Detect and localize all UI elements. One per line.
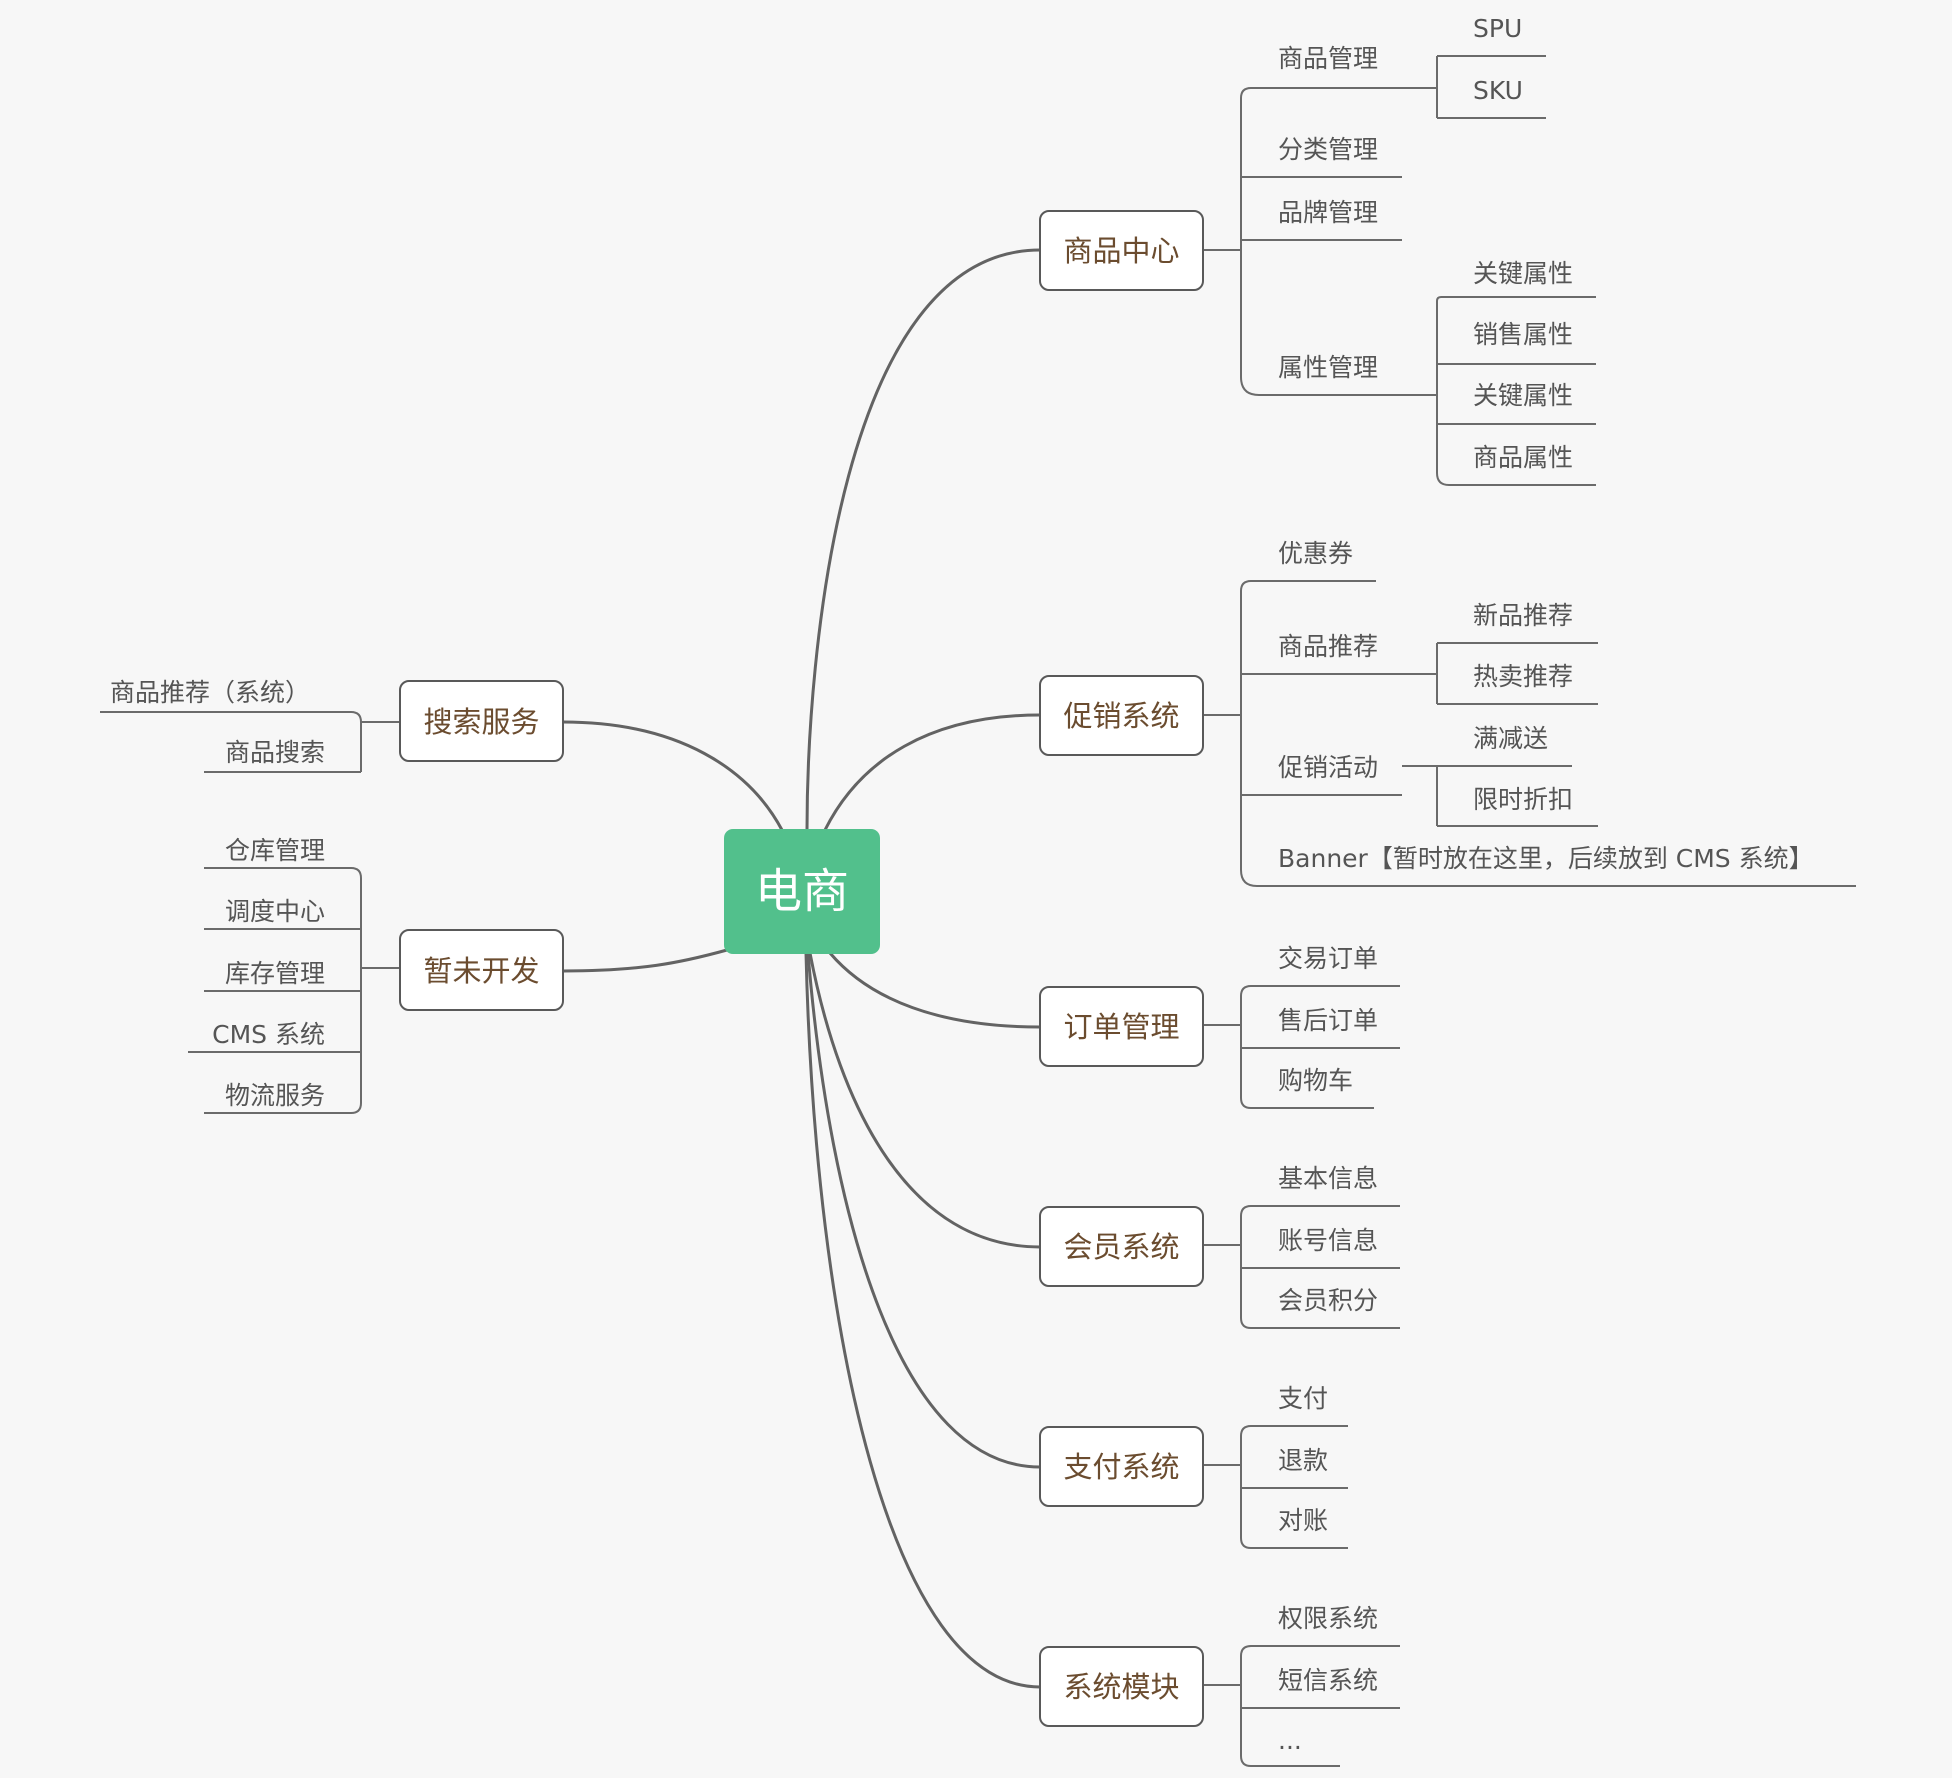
- branch-box-2[interactable]: 订单管理: [1039, 986, 1204, 1067]
- subtopic-label[interactable]: 商品推荐: [1278, 632, 1378, 661]
- branch-box-0[interactable]: 商品中心: [1039, 210, 1204, 291]
- subtopic-label[interactable]: 促销活动: [1278, 753, 1378, 782]
- branch-box-5[interactable]: 系统模块: [1039, 1646, 1204, 1727]
- subtree-branch-4: [1203, 1425, 1348, 1549]
- subtopic-label[interactable]: 权限系统: [1278, 1604, 1378, 1633]
- connector-branch-4: [806, 952, 1041, 1469]
- subtopic-label[interactable]: 基本信息: [1278, 1164, 1378, 1193]
- subtopic-label[interactable]: 会员积分: [1278, 1286, 1378, 1315]
- branch-label: 支付系统: [1063, 1450, 1179, 1484]
- subtopic-label[interactable]: 交易订单: [1278, 944, 1378, 973]
- connector-branch-0: [805, 248, 1041, 831]
- branch-label: 暂未开发: [423, 954, 539, 988]
- subtree-branch-7: [188, 867, 400, 1114]
- branch-box-7[interactable]: 暂未开发: [399, 929, 564, 1011]
- subtree-branch-3: [1203, 1205, 1400, 1329]
- subtree-branch-1: [1203, 580, 1856, 887]
- subtopic-label[interactable]: 支付: [1278, 1384, 1328, 1413]
- subtopic-label[interactable]: 优惠券: [1278, 539, 1353, 568]
- subtopic-label[interactable]: 销售属性: [1473, 320, 1573, 349]
- central-connectors: [562, 248, 1041, 1689]
- branch-label: 商品中心: [1063, 234, 1179, 268]
- subtopic-label[interactable]: 账号信息: [1278, 1226, 1378, 1255]
- subtree-branch-5: [1203, 1645, 1400, 1767]
- subtopic-label[interactable]: CMS 系统: [212, 1020, 325, 1049]
- subtopic-label[interactable]: SPU: [1473, 14, 1522, 43]
- subtopic-label[interactable]: 短信系统: [1278, 1666, 1378, 1695]
- connector-branch-1: [823, 713, 1041, 831]
- subtopic-label[interactable]: 退款: [1278, 1446, 1328, 1475]
- subtopic-label[interactable]: 关键属性: [1473, 259, 1573, 288]
- connector-branch-2: [828, 952, 1041, 1029]
- connector-branch-3: [808, 952, 1041, 1249]
- subtopic-label[interactable]: 关键属性: [1473, 381, 1573, 410]
- subtopic-label[interactable]: 分类管理: [1278, 135, 1378, 164]
- subtopic-label[interactable]: 品牌管理: [1278, 198, 1378, 227]
- subtopic-label[interactable]: 商品属性: [1473, 443, 1573, 472]
- central-label: 电商: [755, 865, 849, 920]
- connector-branch-7: [562, 948, 728, 973]
- subtree-branch-6: [100, 711, 400, 773]
- branch-box-6[interactable]: 搜索服务: [399, 680, 564, 762]
- branch-label: 订单管理: [1063, 1010, 1179, 1044]
- subtopic-label[interactable]: 限时折扣: [1473, 785, 1573, 814]
- subtopic-label[interactable]: 热卖推荐: [1473, 662, 1573, 691]
- branch-box-3[interactable]: 会员系统: [1039, 1206, 1204, 1287]
- subtopic-label[interactable]: 对账: [1278, 1506, 1328, 1535]
- subtopic-label[interactable]: 物流服务: [225, 1081, 325, 1110]
- subtopic-label[interactable]: 商品推荐（系统）: [110, 678, 310, 707]
- subtopic-label[interactable]: Banner【暂时放在这里，后续放到 CMS 系统】: [1278, 844, 1814, 873]
- subtopic-label[interactable]: 满减送: [1473, 724, 1548, 753]
- subtopic-label[interactable]: ...: [1278, 1726, 1302, 1755]
- subtopic-label[interactable]: 调度中心: [225, 897, 325, 926]
- subtopic-label[interactable]: 仓库管理: [225, 836, 325, 865]
- subtopic-label[interactable]: 库存管理: [225, 959, 325, 988]
- subtopic-label[interactable]: 商品搜索: [225, 738, 325, 767]
- subtopic-label[interactable]: 商品管理: [1278, 44, 1378, 73]
- subtopic-label[interactable]: 新品推荐: [1473, 601, 1573, 630]
- subtopic-label[interactable]: 属性管理: [1278, 353, 1378, 382]
- branch-label: 促销系统: [1063, 699, 1179, 733]
- branch-box-4[interactable]: 支付系统: [1039, 1426, 1204, 1507]
- subtree-branch-0: [1203, 55, 1596, 486]
- branch-box-1[interactable]: 促销系统: [1039, 675, 1204, 756]
- branch-label: 搜索服务: [423, 705, 539, 739]
- subtopic-label[interactable]: SKU: [1473, 76, 1523, 105]
- central-topic[interactable]: 电商: [724, 829, 880, 954]
- branch-label: 系统模块: [1063, 1670, 1179, 1704]
- subtopic-label[interactable]: 售后订单: [1278, 1006, 1378, 1035]
- connector-branch-6: [562, 720, 784, 831]
- subtree-branch-2: [1203, 985, 1400, 1109]
- branch-label: 会员系统: [1063, 1230, 1179, 1264]
- subtopic-label[interactable]: 购物车: [1278, 1066, 1353, 1095]
- connector-branch-5: [804, 952, 1041, 1689]
